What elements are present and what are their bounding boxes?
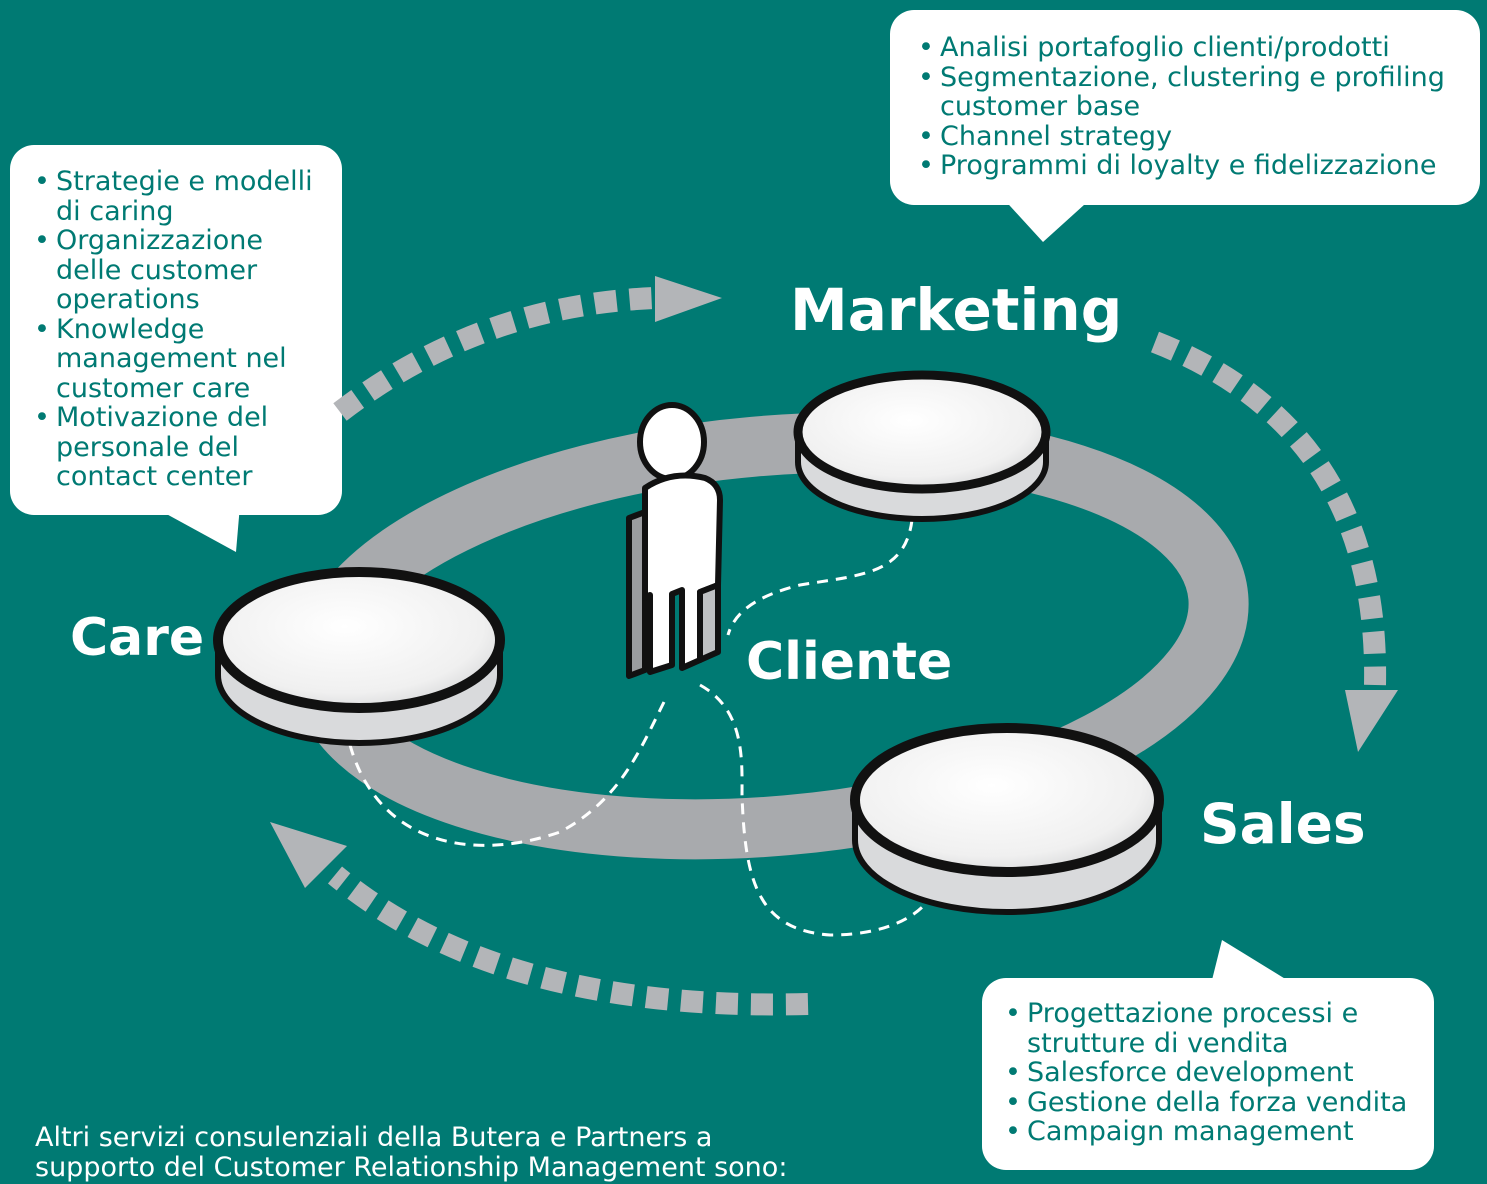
list-item: Strategie e modelli di caring — [34, 167, 324, 226]
list-item: Progettazione processi e strutture di ve… — [1005, 999, 1425, 1058]
marketing-puck — [793, 370, 1051, 522]
care-label: Care — [70, 608, 205, 668]
list-item: Programmi di loyalty e fidelizzazione — [918, 151, 1463, 181]
arrow-marketing-to-sales — [1150, 331, 1398, 752]
sales-bubble-list: Progettazione processi e strutture di ve… — [1005, 999, 1425, 1147]
list-item: Channel strategy — [918, 121, 1463, 152]
list-item: Organizzazione delle customer operations — [34, 226, 324, 315]
footer-text: Altri servizi consulenziali della Butera… — [35, 1122, 788, 1183]
care-puck — [213, 567, 505, 746]
marketing-bubble-list: Analisi portafoglio clienti/prodotti Seg… — [918, 33, 1463, 181]
customer-figure — [626, 402, 723, 679]
arrow-care-to-marketing — [333, 276, 722, 421]
list-item: Analisi portafoglio clienti/prodotti — [918, 33, 1463, 63]
connector-lines — [348, 519, 937, 937]
list-item: Salesforce development — [1005, 1058, 1425, 1088]
cliente-label: Cliente — [746, 632, 953, 692]
care-bubble-list: Strategie e modelli di caring Organizzaz… — [34, 167, 324, 492]
arrow-sales-to-care — [270, 822, 809, 1016]
sales-puck — [850, 723, 1164, 915]
list-item: Gestione della forza vendita — [1005, 1087, 1425, 1118]
marketing-label: Marketing — [790, 276, 1123, 344]
list-item: Segmentazione, clustering e profiling cu… — [918, 62, 1463, 122]
list-item: Motivazione del personale del contact ce… — [34, 403, 324, 492]
sales-label: Sales — [1200, 792, 1366, 856]
list-item: Campaign management — [1005, 1117, 1425, 1147]
list-item: Knowledge management nel customer care — [34, 314, 324, 404]
